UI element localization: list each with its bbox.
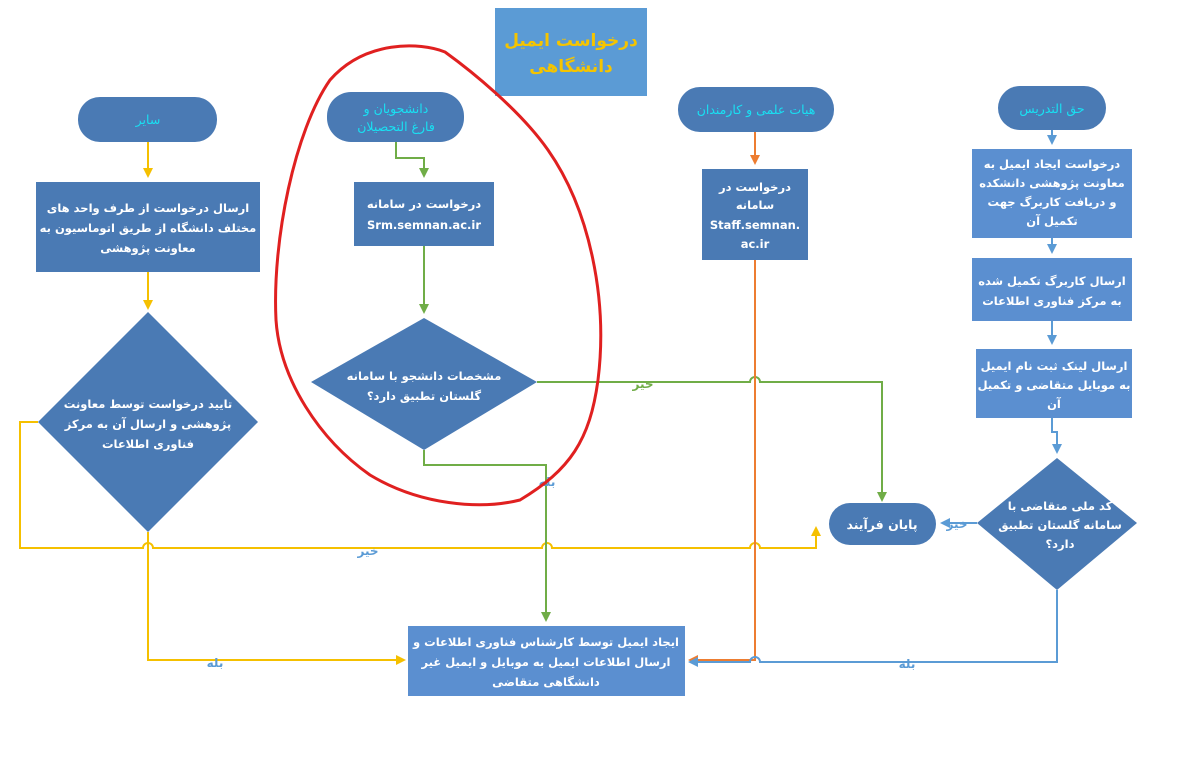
end-node-label: پایان فرآیند [846, 517, 917, 532]
start-node-faculty-staff: هیات علمی و کارمندان [678, 87, 834, 132]
start-node-students: دانشجویان و فارغ التحصیلان [327, 92, 464, 142]
title-line-2: دانشگاهی [529, 56, 613, 77]
start-node-faculty-staff-label: هیات علمی و کارمندان [697, 102, 816, 118]
process-adjunct-send-link-line-1: ارسال لینک ثبت نام ایمیل [981, 359, 1128, 373]
process-create-email: ایجاد ایمیل توسط کارشناس فناوری اطلاعات … [408, 626, 685, 696]
process-staff-request-line-2: سامانه [736, 198, 774, 212]
edge-students-decision-yes [423, 450, 551, 622]
process-students-request-line-1: درخواست در سامانه [367, 197, 481, 212]
decision-adjunct-golestan-line-2: سامانه گلستان تطبیق [998, 518, 1122, 532]
end-node: پایان فرآیند [829, 503, 936, 545]
decision-other-approve: تایید درخواست توسط معاونت پژوهشی و ارسال… [38, 312, 258, 532]
process-adjunct-request-line-1: درخواست ایجاد ایمیل به [984, 157, 1121, 172]
decision-students-golestan-line-2: گلستان تطبیق دارد؟ [367, 389, 482, 403]
process-other-request: ارسال درخواست از طرف واحد های مختلف دانش… [36, 182, 260, 272]
highlight-circle-annotation [274, 44, 603, 507]
process-adjunct-request-line-4: تکمیل آن [1026, 214, 1077, 228]
process-adjunct-request-line-3: و دریافت کاربرگ جهت [988, 195, 1117, 210]
connectors-adjunct [688, 130, 1062, 667]
process-adjunct-send-link: ارسال لینک ثبت نام ایمیل به موبایل متقاض… [976, 349, 1132, 418]
decision-other-approve-line-2: پژوهشی و ارسال آن به مرکز [64, 417, 231, 432]
decision-other-approve-line-3: فناوری اطلاعات [102, 437, 194, 452]
process-adjunct-send-link-line-2: به موبایل متقاضی و تکمیل [978, 378, 1131, 393]
edge-label-yes-adjunct: بله [899, 657, 916, 671]
edge-staff-request-to-create [688, 260, 756, 665]
process-create-email-line-2: ارسال اطلاعات ایمیل به موبایل و ایمیل غی… [421, 655, 671, 670]
process-other-request-line-2: مختلف دانشگاه از طریق اتوماسیون به [40, 221, 257, 236]
decision-other-approve-line-1: تایید درخواست توسط معاونت [64, 397, 232, 412]
edge-adjunct-decision-yes [688, 590, 1058, 667]
edge-students-start-to-request [395, 142, 429, 178]
process-staff-request: درخواست در سامانه Staff.semnan. ac.ir [702, 169, 808, 260]
decision-students-golestan-line-1: مشخصات دانشجو با سامانه [347, 369, 502, 384]
edge-label-no-students: خیر [631, 377, 653, 391]
edge-adjunct-link-to-decision [1051, 418, 1062, 454]
start-node-other-label: سایر [135, 112, 161, 128]
edge-label-no-adjunct: خیر [945, 517, 967, 531]
start-node-students-line-2: فارغ التحصیلان [357, 119, 435, 135]
process-adjunct-send-form-line-1: ارسال کاربرگ تکمیل شده [978, 274, 1125, 288]
process-other-request-line-1: ارسال درخواست از طرف واحد های [47, 201, 249, 216]
process-other-request-line-3: معاونت پژوهشی [100, 241, 196, 256]
process-adjunct-request-line-2: معاونت پژوهشی دانشکده [979, 176, 1125, 191]
start-node-other: سایر [78, 97, 217, 142]
edge-label-no-other: خیر [356, 544, 378, 558]
process-students-request-line-2: Srm.semnan.ac.ir [367, 218, 481, 232]
process-adjunct-request: درخواست ایجاد ایمیل به معاونت پژوهشی دان… [972, 149, 1132, 238]
decision-adjunct-golestan-line-3: دارد؟ [1045, 537, 1074, 551]
edge-other-approve-yes [147, 532, 406, 665]
diagram-title: درخواست ایمیل دانشگاهی [495, 8, 647, 96]
decision-adjunct-golestan: کد ملی متقاضی با سامانه گلستان تطبیق دار… [977, 458, 1137, 590]
title-line-1: درخواست ایمیل [504, 31, 638, 51]
process-adjunct-send-form: ارسال کاربرگ تکمیل شده به مرکز فناوری اط… [972, 258, 1132, 321]
title-box [495, 8, 647, 96]
start-node-students-line-1: دانشجویان و [363, 101, 429, 117]
edge-label-yes-other: بله [207, 656, 224, 670]
process-staff-request-line-3: Staff.semnan. [710, 218, 800, 232]
edge-students-decision-no [537, 376, 887, 502]
process-create-email-line-1: ایجاد ایمیل توسط کارشناس فناوری اطلاعات … [412, 635, 679, 650]
process-create-email-line-3: دانشگاهی متقاضی [492, 675, 600, 689]
start-node-adjunct: حق التدریس [998, 86, 1106, 130]
process-staff-request-line-1: درخواست در [718, 180, 791, 195]
connectors-staff [688, 132, 760, 665]
start-node-adjunct-label: حق التدریس [1019, 101, 1084, 117]
process-staff-request-line-4: ac.ir [741, 237, 770, 251]
process-adjunct-send-form-line-2: به مرکز فناوری اطلاعات [982, 294, 1122, 309]
process-students-request: درخواست در سامانه Srm.semnan.ac.ir [354, 182, 494, 246]
decision-adjunct-golestan-line-1: کد ملی متقاضی با [1008, 499, 1113, 513]
decision-students-golestan: مشخصات دانشجو با سامانه گلستان تطبیق دار… [311, 318, 537, 450]
process-adjunct-send-link-line-3: آن [1047, 397, 1062, 411]
